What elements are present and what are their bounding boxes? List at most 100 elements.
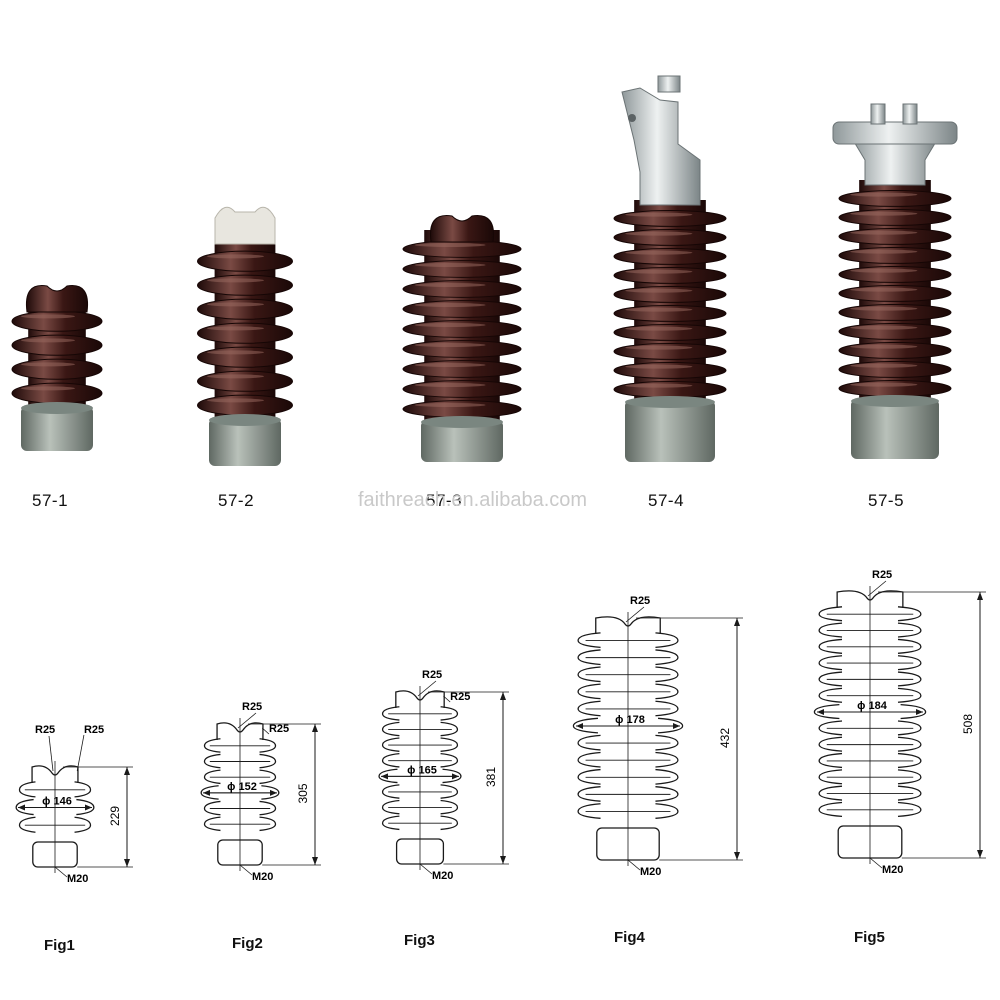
product-label-57-5: 57-5 bbox=[868, 491, 905, 510]
radius-top-label: R25 bbox=[422, 669, 442, 681]
dim-arrow-right bbox=[673, 723, 680, 729]
drawing-shed bbox=[203, 769, 277, 785]
base-rim bbox=[21, 402, 93, 414]
drawing-shed bbox=[577, 786, 679, 802]
shed-highlight bbox=[207, 398, 264, 403]
dim-arrow-right bbox=[916, 709, 923, 715]
dim-arrow-bottom bbox=[500, 856, 506, 864]
radius-side-leader bbox=[261, 727, 270, 735]
dim-arrow-right bbox=[452, 773, 459, 780]
shed-highlight bbox=[414, 263, 486, 267]
shed-highlight bbox=[850, 211, 918, 216]
bracket-hole bbox=[628, 114, 636, 122]
shed-highlight bbox=[625, 288, 693, 293]
drawing-shed bbox=[577, 632, 679, 649]
thread-leader bbox=[239, 864, 253, 876]
thread-leader bbox=[627, 859, 641, 871]
radius-leader bbox=[417, 680, 437, 697]
thread-label: M20 bbox=[432, 870, 453, 882]
product-label-57-1: 57-1 bbox=[32, 491, 69, 510]
shed-highlight bbox=[414, 363, 486, 367]
diameter-dimension: ϕ 178 bbox=[615, 714, 645, 726]
shed-highlight bbox=[625, 345, 693, 350]
drawing-shed bbox=[818, 752, 922, 769]
drawing-shed bbox=[818, 720, 922, 736]
figure-label-1: Fig1 bbox=[44, 937, 75, 954]
drawing-shed bbox=[381, 737, 459, 752]
shed-highlight bbox=[850, 306, 918, 311]
drawing-shed bbox=[203, 738, 277, 753]
dim-arrow-left bbox=[817, 709, 824, 715]
drawing-shed bbox=[577, 751, 679, 768]
dim-arrow-left bbox=[203, 789, 210, 796]
porcelain-head bbox=[429, 215, 495, 243]
shed-highlight bbox=[414, 283, 486, 287]
dim-arrow-right bbox=[270, 789, 277, 796]
drawing-shed bbox=[572, 717, 684, 734]
drawing-shed bbox=[818, 622, 922, 638]
drawing-shed bbox=[381, 815, 459, 831]
radius-side-label: R25 bbox=[450, 691, 470, 703]
shed-highlight bbox=[414, 403, 486, 407]
figure-label-3: Fig3 bbox=[404, 932, 435, 949]
drawing-shed bbox=[200, 785, 280, 800]
radius-leader bbox=[237, 712, 257, 729]
shed-highlight bbox=[414, 323, 486, 327]
shed-highlight bbox=[207, 374, 264, 379]
shed-highlight bbox=[625, 307, 693, 312]
base-rim bbox=[421, 416, 503, 428]
drawing-shed bbox=[381, 753, 459, 768]
drawing-shed bbox=[577, 666, 679, 683]
shed-highlight bbox=[625, 231, 693, 236]
height-dimension: 432 bbox=[718, 728, 732, 748]
dim-arrow-right bbox=[85, 804, 92, 811]
radius-side-label: R25 bbox=[269, 723, 289, 735]
figure-label-5: Fig5 bbox=[854, 929, 885, 946]
drawing-shed bbox=[203, 800, 277, 816]
drawing-shed bbox=[818, 655, 922, 671]
thread-leader bbox=[54, 866, 68, 878]
shed-highlight bbox=[850, 344, 918, 349]
radius-leader bbox=[48, 735, 54, 772]
dim-arrow-bottom bbox=[312, 857, 318, 865]
porcelain-head bbox=[25, 285, 89, 313]
shed-highlight bbox=[625, 364, 693, 369]
radius-top-label: R25 bbox=[242, 701, 262, 713]
shed-highlight bbox=[850, 287, 918, 292]
shed-highlight bbox=[850, 382, 918, 387]
product-label-57-2: 57-2 bbox=[218, 491, 255, 510]
radius-leader bbox=[867, 580, 887, 597]
dim-arrow-left bbox=[381, 773, 388, 780]
metal-base bbox=[21, 406, 93, 451]
drawing-shed bbox=[818, 769, 922, 785]
drawing-shed bbox=[381, 784, 459, 799]
shed-highlight bbox=[21, 338, 75, 343]
dim-arrow-bottom bbox=[734, 852, 740, 860]
metal-base bbox=[851, 399, 939, 459]
insulator-photo-3 bbox=[402, 215, 522, 462]
metal-base bbox=[625, 400, 715, 462]
diameter-dimension: ϕ 165 bbox=[407, 764, 437, 776]
shed-highlight bbox=[850, 249, 918, 254]
drawing-shed bbox=[818, 687, 922, 703]
base-rim bbox=[625, 396, 715, 408]
product-label-57-4: 57-4 bbox=[648, 491, 685, 510]
shed-highlight bbox=[207, 254, 264, 259]
shed-highlight bbox=[625, 269, 693, 274]
diameter-dimension: ϕ 184 bbox=[857, 700, 888, 712]
drawing-shed bbox=[577, 768, 679, 785]
thread-label: M20 bbox=[640, 866, 661, 878]
base-rim bbox=[851, 395, 939, 407]
drawing-shed bbox=[577, 649, 679, 666]
clamp-bolt-left bbox=[870, 103, 886, 125]
shed-highlight bbox=[207, 302, 264, 307]
shed-highlight bbox=[850, 192, 918, 197]
height-dimension: 305 bbox=[296, 783, 310, 803]
thread-leader bbox=[869, 857, 883, 869]
base-rim bbox=[209, 414, 281, 426]
insulator-photo-row bbox=[11, 75, 958, 466]
dim-arrow-left bbox=[18, 804, 25, 811]
drawing-shed bbox=[577, 734, 679, 751]
diameter-dimension: ϕ 152 bbox=[227, 781, 257, 793]
